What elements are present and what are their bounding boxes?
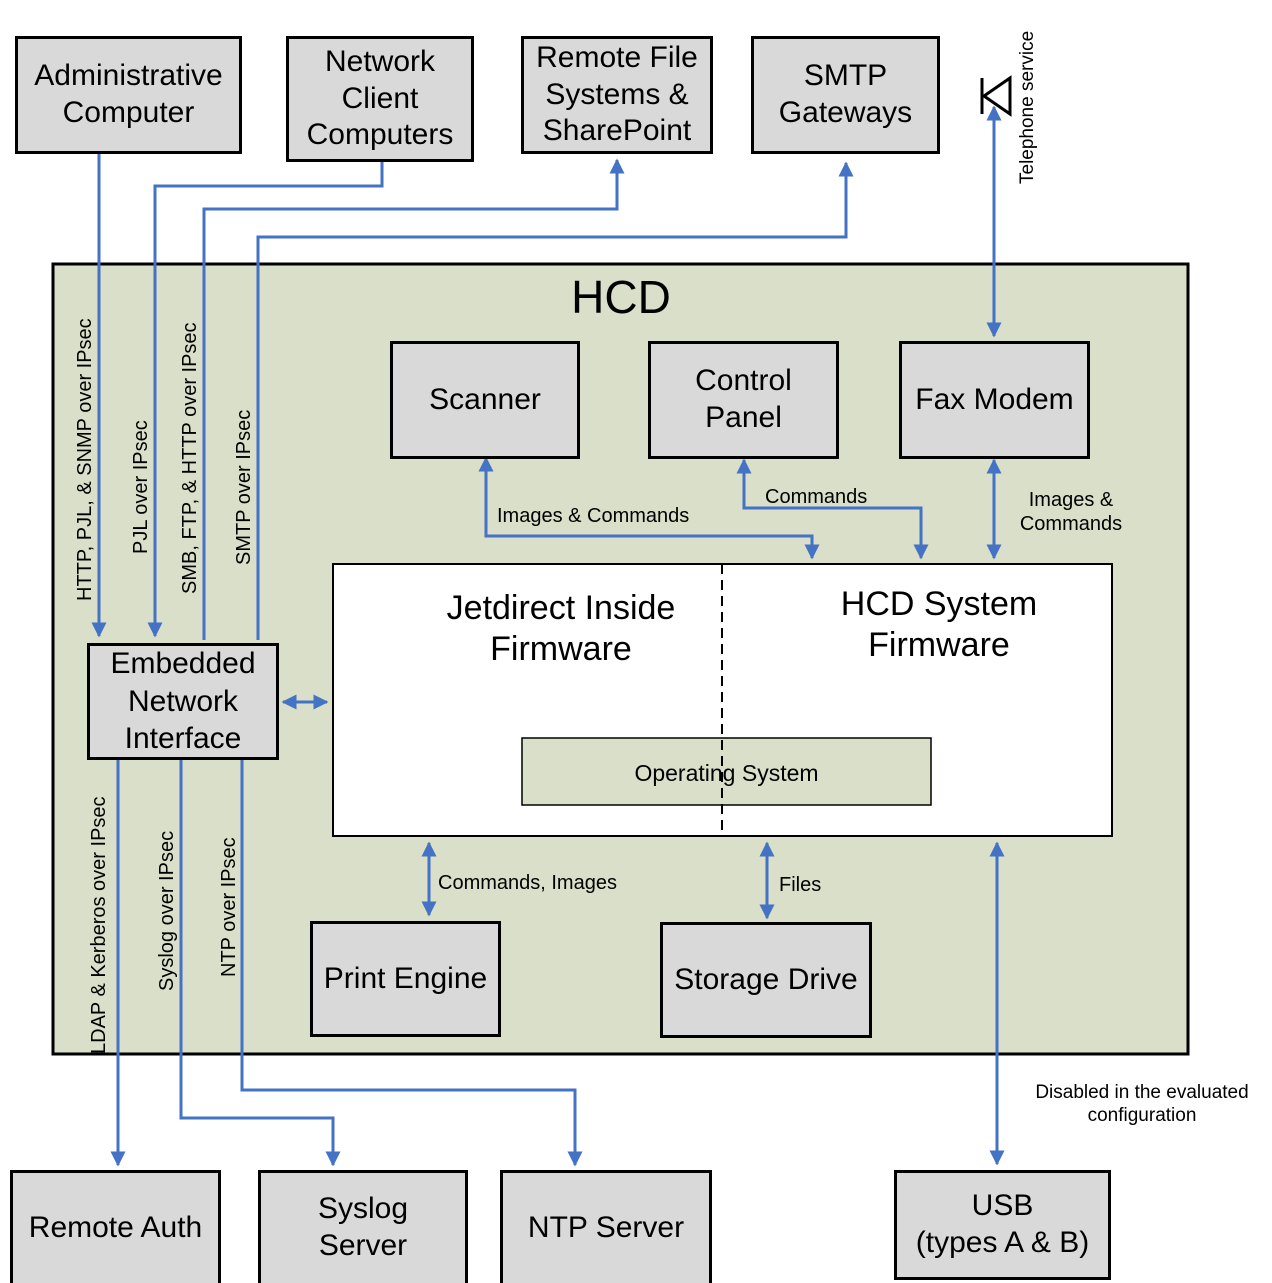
administrative-computer-box: Administrative Computer <box>15 36 242 154</box>
smtp-gateways-box: SMTP Gateways <box>751 36 940 154</box>
scanner-flow-label: Images & Commands <box>497 505 690 527</box>
system-fw-line-1: HCD System <box>840 585 1038 623</box>
clients-line-2: Client <box>341 81 419 115</box>
jetdirect-firmware-label: Jetdirect Inside Firmware <box>405 588 717 670</box>
smtp-flow-label: SMTP over IPsec <box>233 409 255 565</box>
admin-flow-label: HTTP, PJL, & SNMP over IPsec <box>74 318 96 601</box>
print-engine-flow-label: Commands, Images <box>438 872 617 894</box>
usb-line-2: (types A & B) <box>915 1226 1090 1259</box>
flow-panel-firmware <box>736 458 929 560</box>
fax-flow-line-2: Commands <box>1019 513 1123 535</box>
syslog-server-box: Syslog Server <box>258 1170 468 1283</box>
ntp-server-box: NTP Server <box>500 1170 712 1283</box>
fax-flow-line-1: Images & <box>1028 489 1114 511</box>
control-panel-flow-label: Commands <box>765 486 868 508</box>
storage-flow-label: Files <box>779 874 822 896</box>
admin-line-1: Administrative <box>34 59 223 93</box>
os-box <box>521 737 932 806</box>
storage-drive-label: Storage Drive <box>674 962 858 996</box>
control-panel-line-1: Control <box>695 364 792 398</box>
flow-eni-remotefs <box>202 158 625 640</box>
usb-line-1: USB <box>971 1189 1034 1223</box>
flow-eni-ntp <box>240 758 583 1167</box>
usb-box: USB (types A & B) <box>894 1170 1111 1280</box>
storage-drive-box: Storage Drive <box>660 922 872 1038</box>
remotefs-line-2: Systems & <box>545 77 689 111</box>
usb-note-line-1: Disabled in the evaluated <box>1035 1082 1249 1103</box>
control-panel-line-2: Panel <box>705 401 782 434</box>
operating-system-label: Operating System <box>634 760 819 786</box>
remote-auth-box: Remote Auth <box>10 1170 221 1283</box>
print-engine-label: Print Engine <box>323 961 488 995</box>
hcd-system-firmware-label: HCD System Firmware <box>780 584 1098 666</box>
fax-modem-label: Fax Modem <box>915 382 1074 416</box>
usb-note-label: Disabled in the evaluated configuration <box>1014 1082 1270 1128</box>
clients-line-3: Computers <box>306 118 454 152</box>
remote-auth-label: Remote Auth <box>28 1210 203 1244</box>
hcd-title: HCD <box>571 271 671 323</box>
flow-eni-smtp <box>256 161 854 640</box>
syslog-flow-label: Syslog over IPsec <box>156 830 178 991</box>
ntp-server-label: NTP Server <box>527 1210 685 1244</box>
remotefs-line-3: SharePoint <box>542 114 692 148</box>
smtp-line-1: SMTP <box>803 59 888 93</box>
eni-line-1: Embedded <box>110 647 256 681</box>
remotefs-flow-label: SMB, FTP, & HTTP over IPsec <box>179 322 201 594</box>
embedded-network-interface-box: Embedded Network Interface <box>87 643 279 760</box>
fax-modem-box: Fax Modem <box>899 341 1090 459</box>
flow-clients-eni <box>147 162 384 638</box>
clients-line-1: Network <box>324 45 436 79</box>
print-engine-box: Print Engine <box>310 921 501 1037</box>
clients-flow-label: PJL over IPsec <box>130 420 152 554</box>
ntp-flow-label: NTP over IPsec <box>218 837 240 977</box>
remotefs-line-1: Remote File <box>536 41 698 75</box>
scanner-label: Scanner <box>429 382 541 416</box>
eni-line-3: Interface <box>124 722 242 756</box>
network-client-computers-box: Network Client Computers <box>286 36 474 162</box>
jetdirect-line-1: Jetdirect Inside <box>446 589 676 627</box>
syslog-line-2: Server <box>318 1229 408 1262</box>
eni-line-2: Network <box>127 684 239 718</box>
fax-flow-label: Images & Commands <box>1012 488 1130 536</box>
admin-line-2: Computer <box>62 96 195 129</box>
smtp-line-2: Gateways <box>778 96 913 129</box>
flow-eni-syslog <box>179 758 341 1167</box>
usb-note-line-2: configuration <box>1087 1104 1197 1126</box>
telephone-icon <box>980 75 1012 117</box>
syslog-line-1: Syslog <box>317 1192 409 1226</box>
jetdirect-line-2: Firmware <box>490 629 632 668</box>
remote-auth-flow-label: LDAP & Kerberos over IPsec <box>88 796 110 1054</box>
control-panel-box: Control Panel <box>648 341 839 459</box>
remote-file-systems-box: Remote File Systems & SharePoint <box>521 36 713 154</box>
scanner-box: Scanner <box>390 341 580 459</box>
telephone-service-label: Telephone service <box>1017 30 1038 184</box>
system-fw-line-2: Firmware <box>868 625 1010 664</box>
